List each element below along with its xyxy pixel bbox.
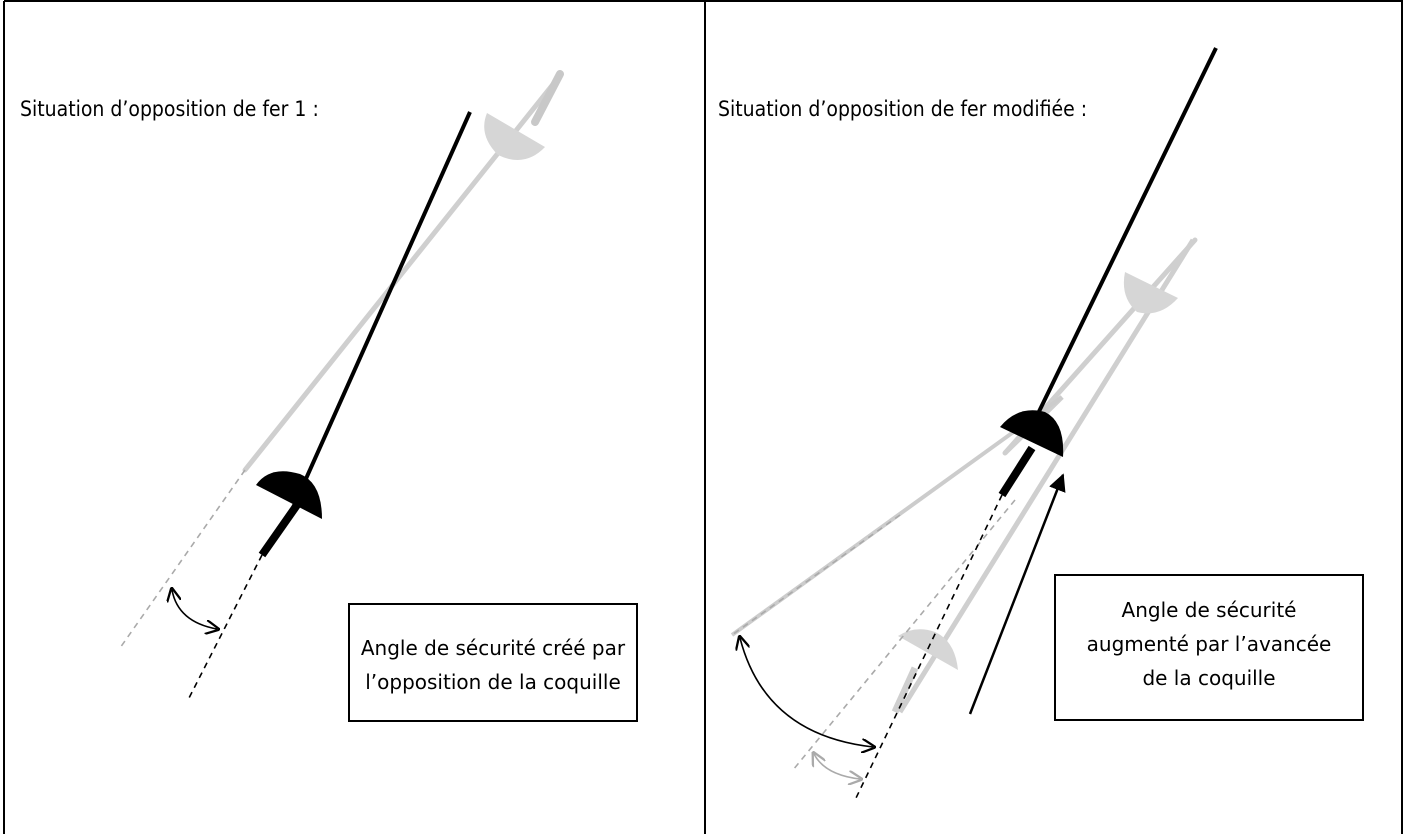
right-caption-box: Angle de sécurité augmenté par l’avancée…: [1054, 574, 1364, 721]
right-angle-arrow-small: [814, 754, 860, 779]
left-caption-line-2: l’opposition de la coquille: [365, 670, 621, 694]
left-angle-arrow: [172, 590, 217, 629]
right-panel-title: Situation d’opposition de fer modifiée :: [718, 97, 1087, 121]
left-grey-sword: [119, 70, 564, 649]
right-angle-arrow-large: [740, 638, 873, 747]
right-caption-line-1: Angle de sécurité: [1122, 598, 1297, 622]
right-black-sword: [855, 47, 1218, 799]
left-caption-box: Angle de sécurité créé par l’opposition …: [348, 603, 638, 722]
advance-arrow: [968, 473, 1066, 715]
right-panel: Situation d’opposition de fer modifiée :: [718, 47, 1364, 799]
right-caption-line-2: augmenté par l’avancée: [1087, 632, 1332, 656]
right-caption-line-3: de la coquille: [1142, 666, 1275, 690]
panel-borders: [3, 0, 1403, 834]
left-black-sword: [187, 111, 472, 701]
left-panel-title: Situation d’opposition de fer 1 :: [20, 97, 319, 121]
left-panel: Situation d’opposition de fer 1 : Angle …: [20, 70, 638, 722]
left-caption-line-1: Angle de sécurité créé par: [361, 636, 626, 660]
